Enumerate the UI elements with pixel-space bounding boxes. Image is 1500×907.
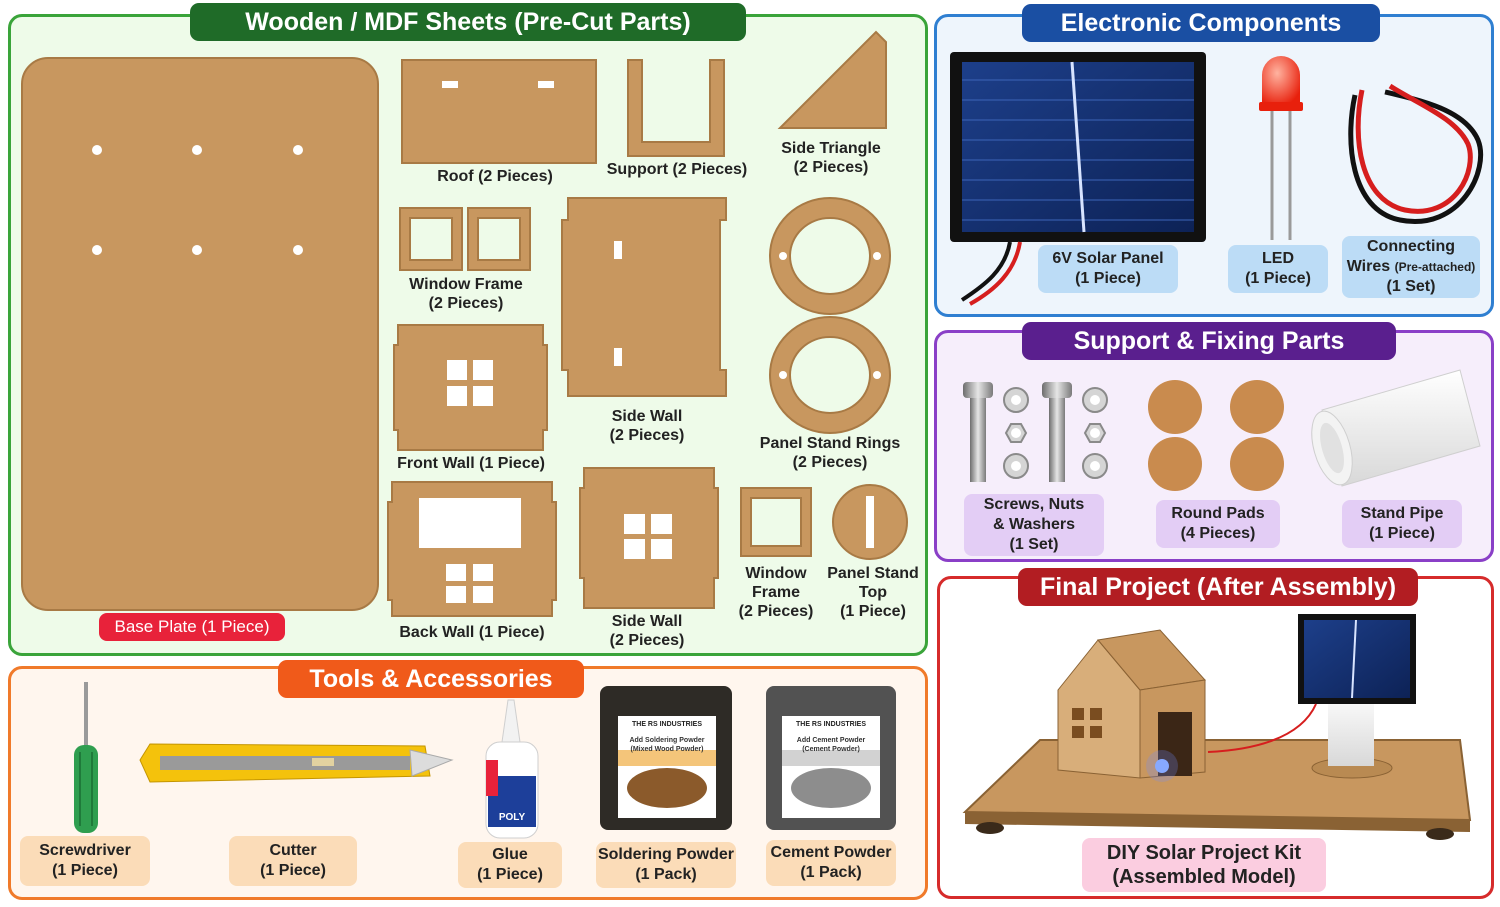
electronic-section-title: Electronic Components bbox=[1022, 4, 1380, 42]
glue-label: Glue(1 Piece) bbox=[458, 842, 562, 888]
screwdriver-label: Screwdriver(1 Piece) bbox=[20, 836, 150, 886]
screwdriver-illustration bbox=[74, 682, 98, 833]
soldering-pack-brand: THE RS INDUSTRIES bbox=[631, 721, 702, 728]
final-section-title: Final Project (After Assembly) bbox=[1018, 568, 1418, 606]
glue-brand: POLY bbox=[488, 808, 536, 827]
support-label: Support (2 Pieces) bbox=[606, 161, 748, 178]
soldering-pack-title: Add Soldering Powder(Mixed Wood Powder) bbox=[629, 737, 705, 753]
roof-label: Roof (2 Pieces) bbox=[437, 168, 553, 185]
screws-nuts-washers-illustration bbox=[963, 382, 1108, 482]
cement-powder-illustration bbox=[766, 686, 896, 830]
cutter-label: Cutter(1 Piece) bbox=[229, 836, 357, 886]
base-plate-label: Base Plate (1 Piece) bbox=[99, 613, 285, 641]
small-window-frame-sheet bbox=[740, 487, 812, 557]
front-wall-label: Front Wall (1 Piece) bbox=[397, 455, 545, 472]
cement-pack-title: Add Cement Powder(Cement Powder) bbox=[796, 737, 866, 753]
solar-panel-illustration bbox=[950, 52, 1206, 306]
wooden-section-title: Wooden / MDF Sheets (Pre-Cut Parts) bbox=[190, 3, 746, 41]
screws-label: Screws, Nuts& Washers(1 Set) bbox=[964, 494, 1104, 556]
soldering-powder-illustration bbox=[600, 686, 732, 830]
cement-powder-label: Cement Powder(1 Pack) bbox=[766, 840, 896, 886]
panel-stand-rings-label: Panel Stand Rings(2 Pieces) bbox=[759, 435, 901, 471]
roof-sheet bbox=[401, 59, 597, 164]
cement-pack-brand: THE RS INDUSTRIES bbox=[795, 721, 866, 728]
cutter-illustration bbox=[139, 743, 454, 783]
round-pads-illustration bbox=[1148, 380, 1284, 491]
round-pads-label: Round Pads(4 Pieces) bbox=[1156, 500, 1280, 548]
solar-panel-label: 6V Solar Panel(1 Piece) bbox=[1038, 245, 1178, 293]
panel-ring-sheet bbox=[768, 197, 892, 315]
side-triangle-label: Side Triangle(2 Pieces) bbox=[781, 140, 881, 176]
tools-section-title: Tools & Accessories bbox=[278, 660, 584, 698]
window-frame-label: Window Frame(2 Pieces) bbox=[409, 276, 523, 312]
assembled-model-illustration bbox=[962, 614, 1472, 840]
side-wall-sheet-b bbox=[579, 467, 719, 609]
support-sheet bbox=[627, 59, 725, 157]
led-illustration bbox=[1259, 56, 1303, 240]
window-frame-sheet bbox=[399, 207, 463, 271]
base-plate-sheet bbox=[21, 57, 379, 611]
final-project-label: DIY Solar Project Kit(Assembled Model) bbox=[1082, 838, 1326, 892]
stand-pipe-label: Stand Pipe(1 Piece) bbox=[1342, 500, 1462, 548]
stand-pipe-illustration bbox=[1311, 369, 1481, 487]
side-wall-label-a: Side Wall(2 Pieces) bbox=[609, 408, 685, 444]
side-wall-sheet-a bbox=[561, 197, 727, 397]
wires-illustration bbox=[1348, 83, 1484, 224]
soldering-powder-label: Soldering Powder(1 Pack) bbox=[596, 842, 736, 888]
front-wall-sheet bbox=[393, 324, 548, 451]
side-wall-label-b: Side Wall(2 Pieces) bbox=[609, 613, 685, 649]
led-label: LED(1 Piece) bbox=[1228, 245, 1328, 293]
back-wall-label: Back Wall (1 Piece) bbox=[399, 624, 545, 641]
support-section-title: Support & Fixing Parts bbox=[1022, 322, 1396, 360]
side-triangle-sheet bbox=[777, 30, 887, 129]
